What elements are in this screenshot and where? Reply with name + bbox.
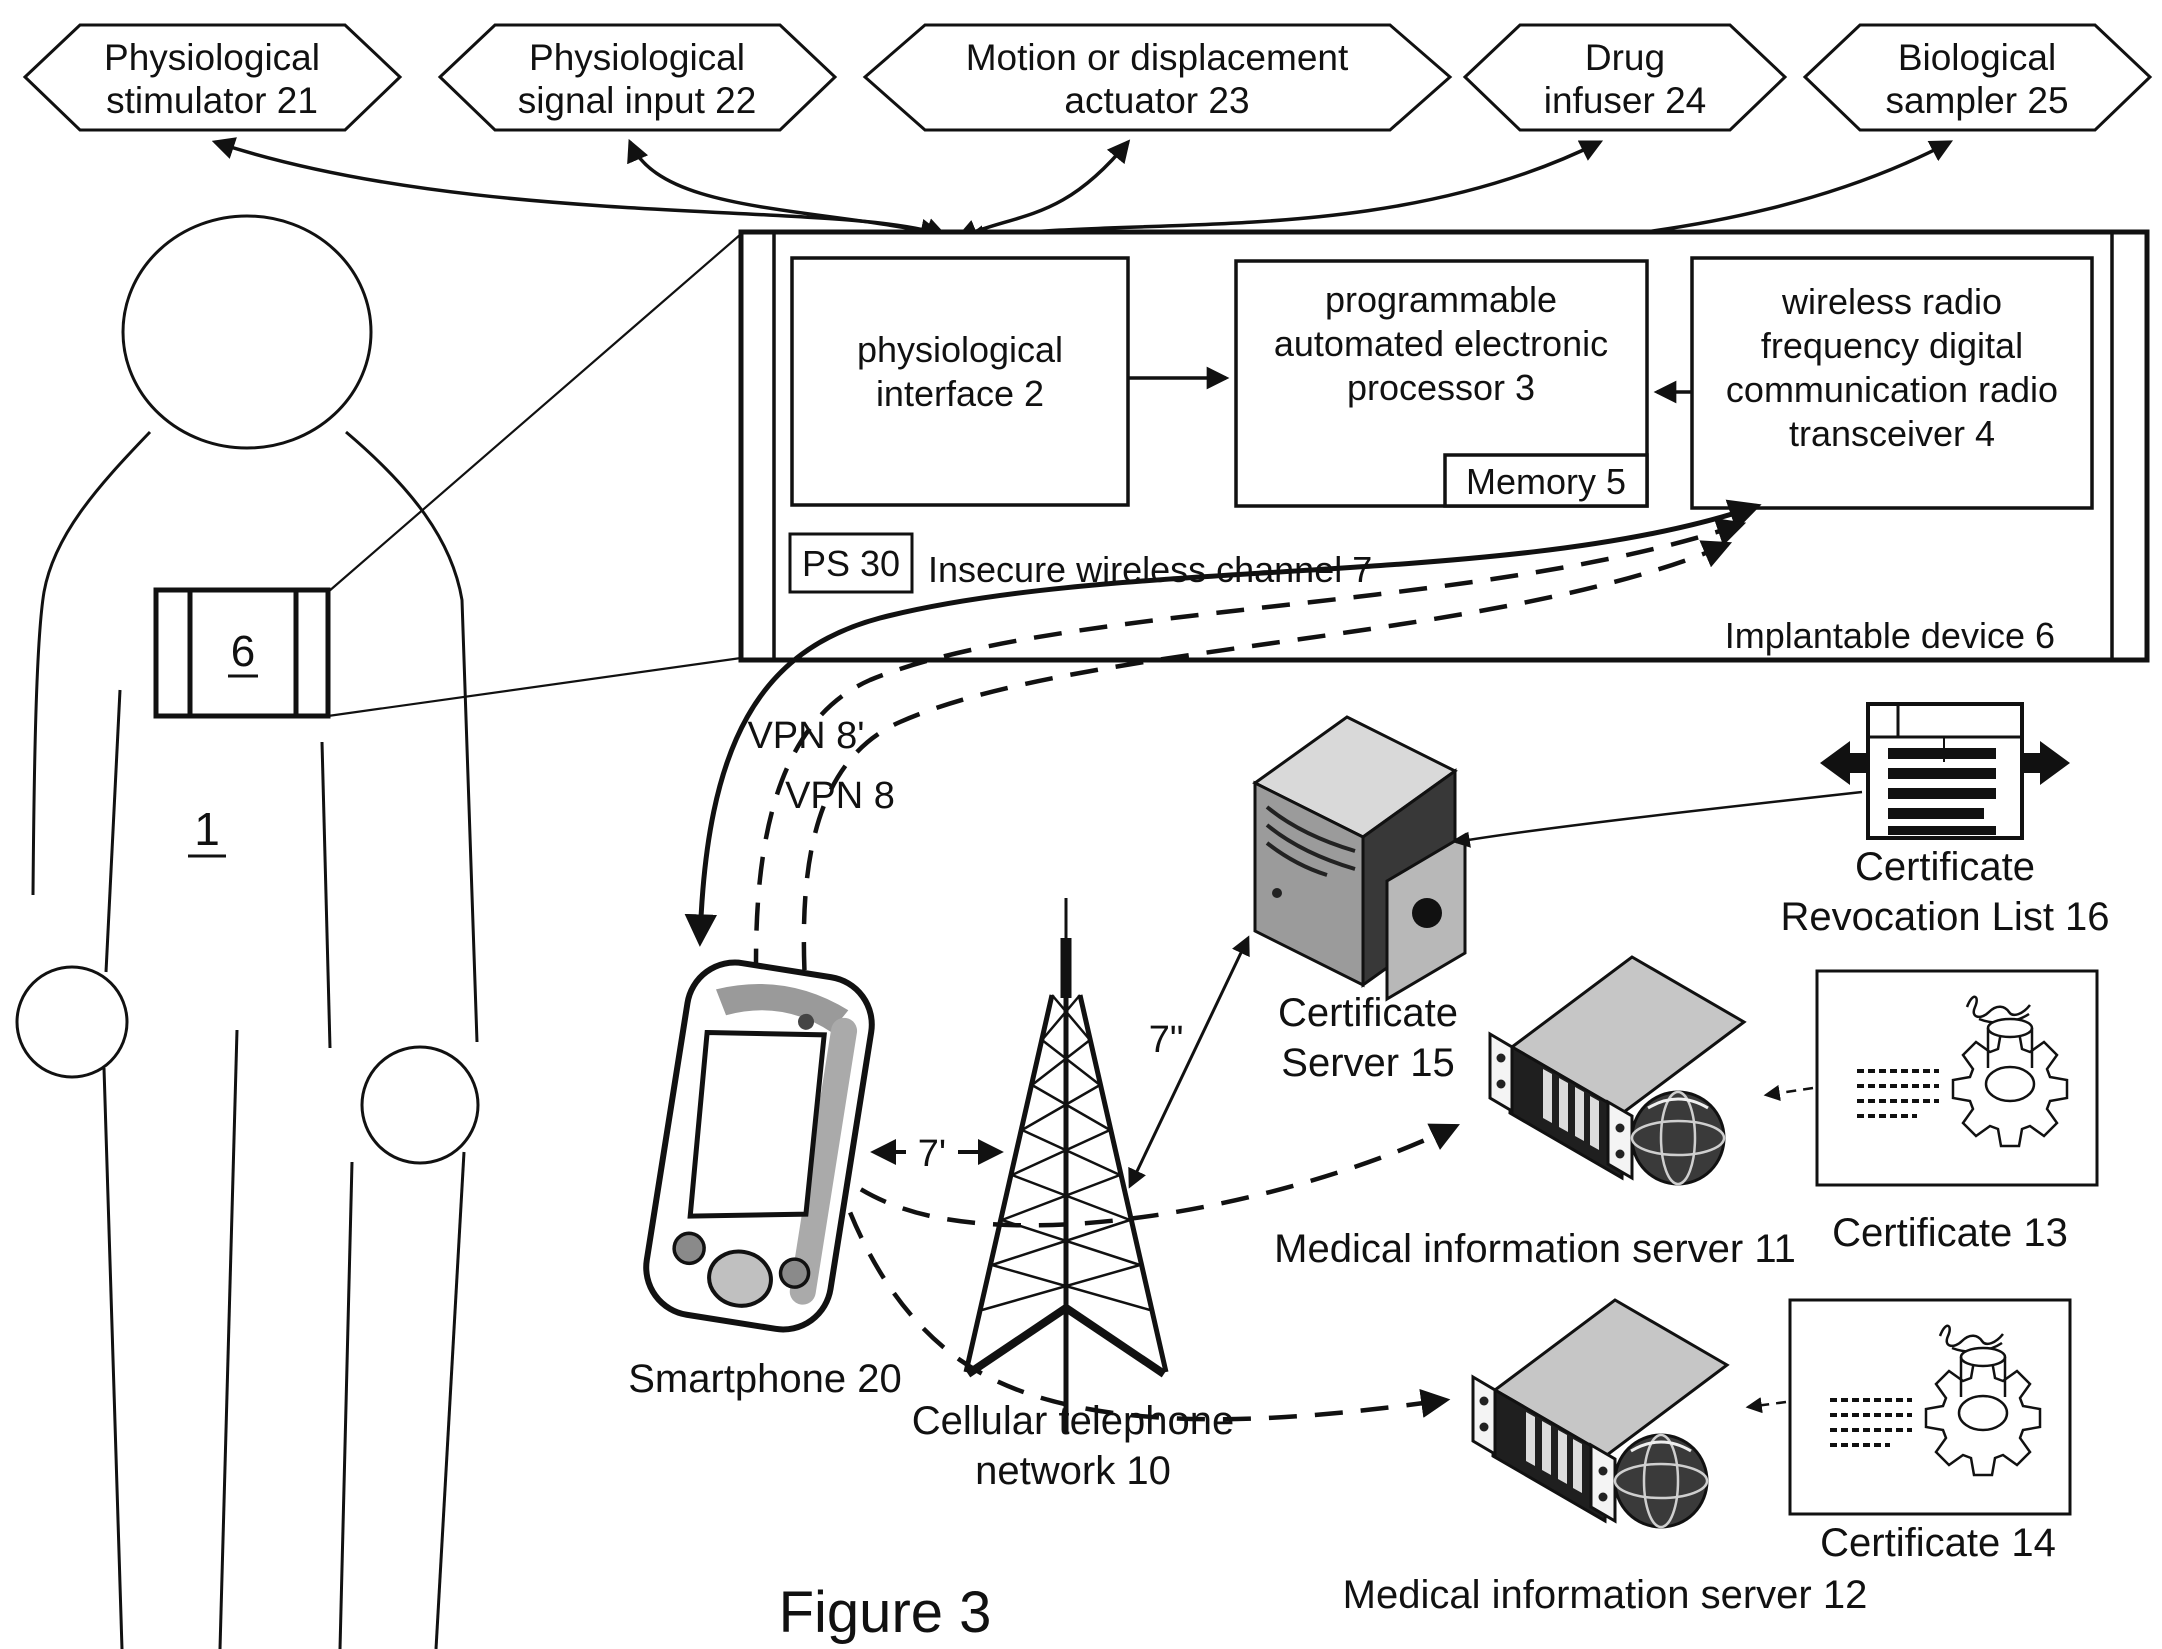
crl-label: Certificate xyxy=(1855,845,2035,889)
vpn8-prime-label: VPN 8' xyxy=(747,715,864,757)
body-reference-number: 1 xyxy=(194,803,220,855)
processor-box: programmable automated electronic proces… xyxy=(1234,259,1649,508)
phone-button-icon xyxy=(672,1231,706,1266)
phone-home-button-icon xyxy=(707,1249,773,1308)
memory-box: Memory 5 xyxy=(1443,453,1649,508)
processor-label: automated electronic xyxy=(1274,323,1608,364)
implantable-device-box: physiological interface 2 programmable a… xyxy=(738,229,2150,663)
hexagon-label: infuser 24 xyxy=(1544,80,1707,121)
medical-server-11-label: Medical information server 11 xyxy=(1274,1227,1796,1271)
certificate-13-icon xyxy=(1815,969,2099,1187)
memory-label: Memory 5 xyxy=(1466,461,1626,502)
crl-label: Revocation List 16 xyxy=(1780,895,2109,939)
hexagon-label: stimulator 21 xyxy=(106,80,318,121)
phone-earpiece-icon xyxy=(798,1013,815,1030)
transceiver-box: wireless radio frequency digital communi… xyxy=(1690,256,2094,510)
crl-right-arrow-icon xyxy=(2021,741,2070,785)
figure-caption: Figure 3 xyxy=(779,1580,992,1645)
ps30-label: PS 30 xyxy=(802,543,900,584)
implantable-device-label: Implantable device 6 xyxy=(1725,615,2055,656)
ps30-box: PS 30 xyxy=(788,532,914,594)
medical-server-12-icon xyxy=(1471,1298,1729,1529)
hexagon-motion-actuator: Motion or displacement actuator 23 xyxy=(862,23,1453,132)
smartphone-icon xyxy=(643,959,875,1333)
patient-body xyxy=(15,214,480,1649)
transceiver-label: transceiver 4 xyxy=(1789,413,1995,454)
vpn8-prime-tunnel xyxy=(753,518,1747,1228)
certificate-14-icon xyxy=(1788,1298,2072,1516)
processor-label: programmable xyxy=(1325,279,1557,320)
crl-icon xyxy=(1820,702,2070,840)
certificate-13-arrow xyxy=(1763,1084,1814,1102)
zoom-projection-line-top xyxy=(327,233,742,593)
transceiver-label: frequency digital xyxy=(1761,325,2023,366)
vpn8-label: VPN 8 xyxy=(785,775,895,817)
cell-tower-icon xyxy=(963,898,1169,1432)
chest-device: 6 xyxy=(153,587,331,719)
certificate-13-label: Certificate 13 xyxy=(1832,1211,2068,1255)
interface-label: physiological xyxy=(857,329,1063,370)
smartphone-label: Smartphone 20 xyxy=(628,1357,902,1401)
hexagon-drug-infuser: Drug infuser 24 xyxy=(1462,23,1788,132)
hexagon-biological-sampler: Biological sampler 25 xyxy=(1802,23,2153,132)
transceiver-label: wireless radio xyxy=(1781,281,2002,322)
hexagon-label: Motion or displacement xyxy=(966,37,1349,78)
hexagon-physiological-signal-input: Physiological signal input 22 xyxy=(437,23,838,132)
interface-label: interface 2 xyxy=(876,373,1044,414)
transceiver-label: communication radio xyxy=(1726,369,2058,410)
crl-to-server-arrow xyxy=(1453,790,1863,848)
hexagon-label: Physiological xyxy=(104,37,320,78)
cellular-network-label: network 10 xyxy=(975,1449,1171,1493)
chest-device-reference-number: 6 xyxy=(231,627,255,676)
medical-server-12-label: Medical information server 12 xyxy=(1343,1573,1868,1617)
certificate-server-icon xyxy=(1252,715,1467,1002)
zoom-projection-line-bottom xyxy=(327,656,742,718)
phone-button-icon xyxy=(778,1257,811,1289)
certificate-server-label: Server 15 xyxy=(1281,1041,1454,1085)
cellular-network-label: Cellular telephone xyxy=(912,1399,1234,1443)
hexagon-label: actuator 23 xyxy=(1064,80,1249,121)
link7p-label: 7' xyxy=(918,1133,946,1175)
vpn8-tunnel xyxy=(801,540,1733,1422)
certificate-14-arrow xyxy=(1745,1397,1787,1414)
hexagon-physiological-stimulator: Physiological stimulator 21 xyxy=(22,23,403,132)
link7pp-label: 7" xyxy=(1149,1019,1184,1061)
hexagon-label: signal input 22 xyxy=(518,80,757,121)
certificate-server-label: Certificate xyxy=(1278,991,1458,1035)
processor-label: processor 3 xyxy=(1347,367,1535,408)
hexagon-label: Biological xyxy=(1898,37,2056,78)
crl-left-arrow-icon xyxy=(1820,741,1869,785)
medical-server-11-icon xyxy=(1488,955,1746,1186)
hexagon-label: sampler 25 xyxy=(1885,80,2068,121)
hexagon-label: Physiological xyxy=(529,37,745,78)
physiological-interface-box: physiological interface 2 xyxy=(790,256,1130,507)
link7pp-arrow xyxy=(1128,935,1250,1189)
certificate-14-label: Certificate 14 xyxy=(1820,1521,2056,1565)
hexagon-label: Drug xyxy=(1585,37,1665,78)
